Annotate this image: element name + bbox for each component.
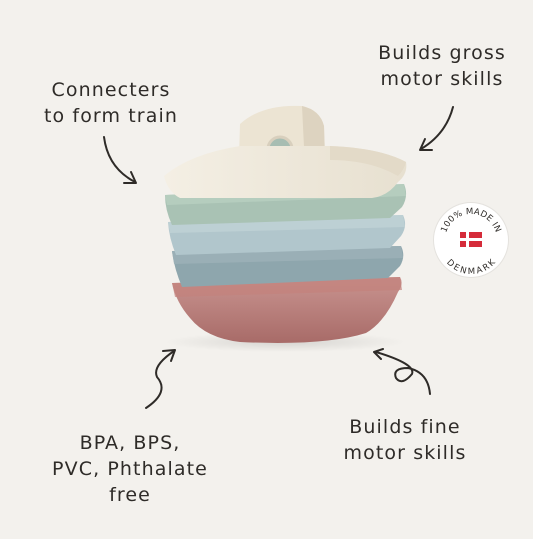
callout-gross-motor: Builds gross motor skills [357,40,527,92]
callout-gross-line1: Builds gross [378,42,506,64]
denmark-flag-icon [460,232,482,247]
callout-materials-line3: free [109,484,151,506]
badge-top-text: 100% MADE IN [439,207,502,234]
callout-fine-line1: Builds fine [349,416,461,438]
badge-bottom-text: DENMARK [444,258,498,277]
callout-fine-motor: Builds fine motor skills [330,414,480,466]
callout-gross-line2: motor skills [380,68,504,90]
callout-connectors: Connecters to form train [26,77,196,129]
callout-connectors-line2: to form train [44,105,178,127]
callout-materials-line1: BPA, BPS, [79,432,181,454]
made-in-denmark-badge: 100% MADE IN DENMARK [434,203,508,277]
callout-connectors-line1: Connecters [51,79,171,101]
callout-materials-line2: PVC, Phthalate [52,458,208,480]
callout-fine-line2: motor skills [343,442,467,464]
callout-materials: BPA, BPS, PVC, Phthalate free [40,430,220,508]
